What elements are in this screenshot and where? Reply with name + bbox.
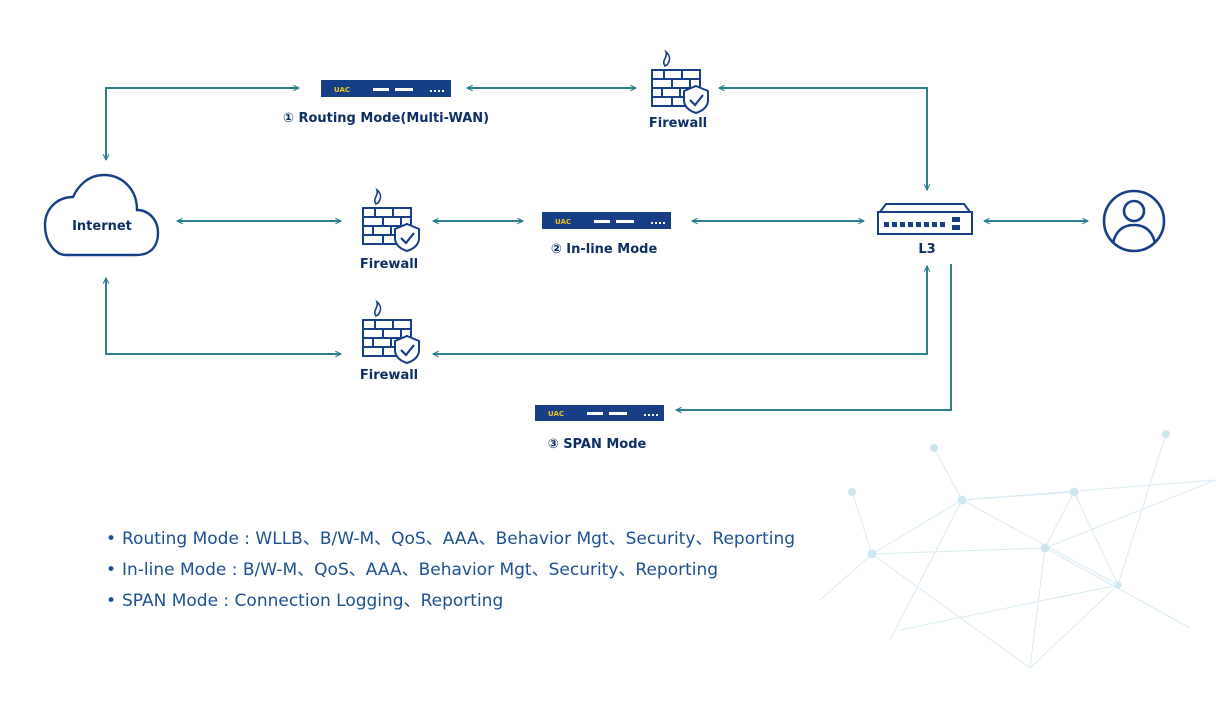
inline-uac-device-icon: UAC — [542, 212, 671, 229]
span-uac-device-icon: UAC — [535, 405, 664, 421]
firewall-mid-label: Firewall — [359, 257, 419, 272]
connections — [106, 88, 1088, 410]
internet-cloud-icon — [43, 173, 160, 257]
firewall-bottom-icon — [361, 300, 421, 365]
link-firewall-to-l3 — [719, 88, 927, 190]
list-item-span-features: SPAN Mode : Connection Logging、Reporting — [106, 586, 795, 617]
background-mesh — [819, 433, 1216, 669]
list-item-inline-features: In-line Mode : B/W-M、QoS、AAA、Behavior Mg… — [106, 555, 795, 586]
link-bottom-firewall-to-l3 — [433, 266, 927, 354]
inline-mode-label: ② In-line Mode — [550, 242, 658, 257]
link-internet-to-bottom-firewall — [106, 278, 341, 354]
internet-label: Internet — [72, 219, 132, 234]
svg-text:UAC: UAC — [334, 86, 350, 94]
routing-uac-device-icon: UAC — [321, 80, 451, 97]
l3-switch-icon — [877, 203, 973, 235]
background-mesh-nodes — [848, 430, 1170, 589]
link-routing-uac-to-internet — [106, 88, 299, 160]
mode-feature-list: Routing Mode : WLLB、B/W-M、QoS、AAA、Behavi… — [106, 524, 795, 617]
list-item-routing-features: Routing Mode : WLLB、B/W-M、QoS、AAA、Behavi… — [106, 524, 795, 555]
routing-mode-label: ① Routing Mode(Multi-WAN) — [282, 111, 490, 126]
l3-label: L3 — [918, 242, 936, 257]
svg-text:UAC: UAC — [548, 410, 564, 418]
user-icon — [1102, 189, 1166, 253]
firewall-top-label: Firewall — [648, 116, 708, 131]
firewall-bottom-label: Firewall — [359, 368, 419, 383]
firewall-mid-icon — [361, 188, 421, 253]
svg-text:UAC: UAC — [555, 218, 571, 226]
firewall-top-icon — [650, 50, 710, 115]
link-l3-span-mirror — [676, 264, 952, 410]
span-mode-label: ③ SPAN Mode — [547, 437, 647, 452]
